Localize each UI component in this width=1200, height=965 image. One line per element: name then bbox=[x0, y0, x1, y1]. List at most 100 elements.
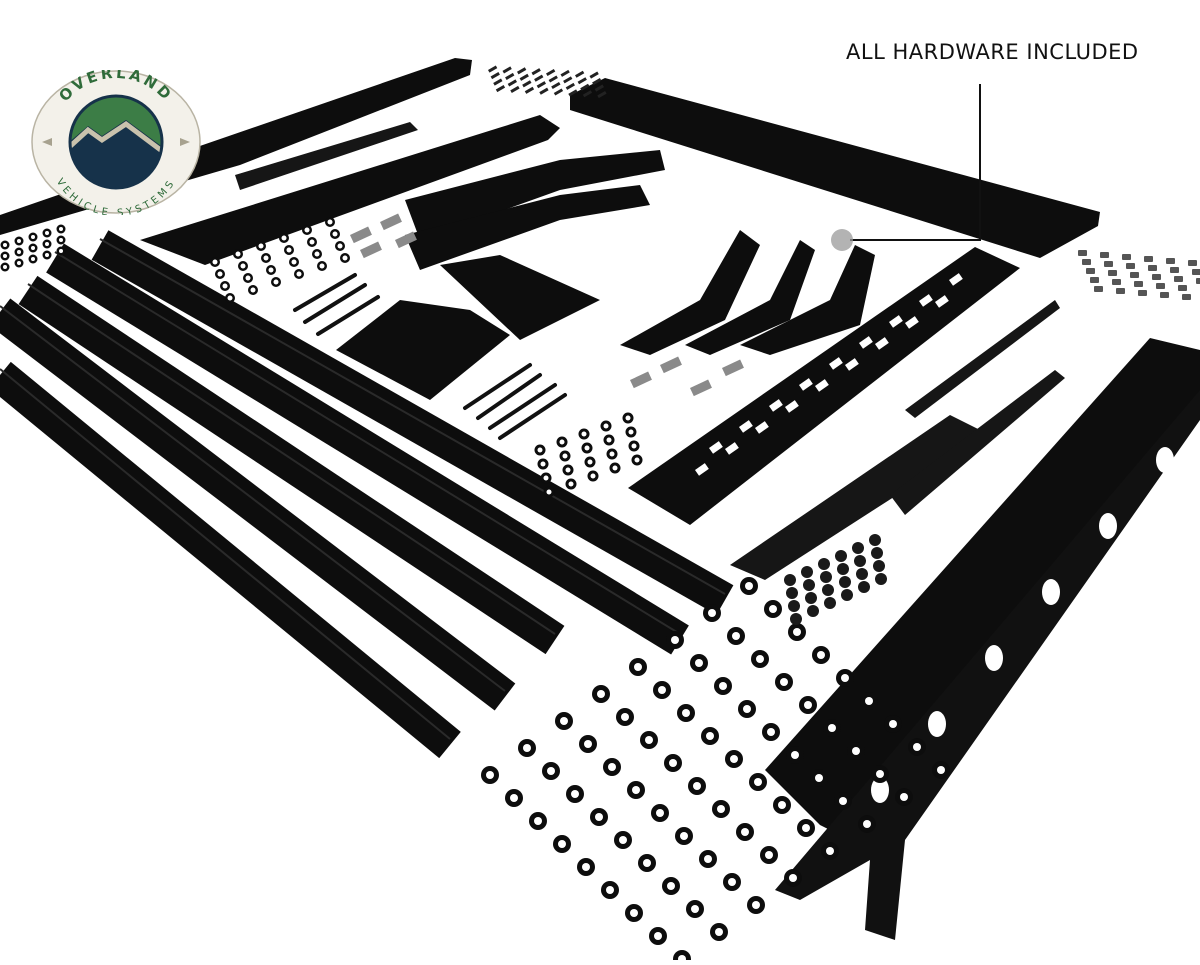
small-washer-hole bbox=[333, 232, 338, 237]
washer-hole bbox=[937, 766, 945, 774]
small-washer-hole bbox=[213, 260, 218, 265]
small-bolt bbox=[563, 76, 572, 83]
washer-hole bbox=[621, 713, 629, 721]
lock-nut bbox=[835, 550, 847, 562]
washer-hole bbox=[876, 770, 884, 778]
small-bolt bbox=[532, 68, 541, 75]
washer-hole bbox=[667, 882, 675, 890]
mid-washer-hole bbox=[604, 424, 609, 429]
hardware-nut bbox=[1178, 285, 1187, 291]
mid-washer-hole bbox=[560, 440, 565, 445]
hardware-nut bbox=[1130, 272, 1139, 278]
lock-nut bbox=[839, 576, 851, 588]
small-washer-hole bbox=[228, 296, 233, 301]
mid-washer-hole bbox=[541, 462, 546, 467]
left-washer-hole bbox=[17, 261, 21, 265]
left-washer-hole bbox=[31, 257, 35, 261]
small-washer-hole bbox=[236, 252, 241, 257]
rail-hole bbox=[928, 711, 946, 737]
lock-nut bbox=[869, 534, 881, 546]
left-washer-hole bbox=[31, 246, 35, 250]
overland-logo: OVERLAND VEHICLE SYSTEMS bbox=[30, 70, 202, 215]
small-bolt bbox=[566, 83, 575, 90]
t-bolt bbox=[350, 227, 372, 244]
washer-hole bbox=[863, 820, 871, 828]
washer-hole bbox=[523, 744, 531, 752]
washer-hole bbox=[645, 736, 653, 744]
washer-hole bbox=[654, 932, 662, 940]
lock-nut bbox=[801, 566, 813, 578]
small-bolt bbox=[525, 87, 534, 94]
mid-washer-hole bbox=[582, 432, 587, 437]
mid-washer-hole bbox=[538, 448, 543, 453]
mid-washer-hole bbox=[566, 468, 571, 473]
small-washer-hole bbox=[246, 276, 251, 281]
washer-hole bbox=[730, 755, 738, 763]
mid-washer-hole bbox=[547, 490, 552, 495]
small-washer-hole bbox=[305, 228, 310, 233]
small-washer-hole bbox=[287, 248, 292, 253]
left-washer-hole bbox=[17, 239, 21, 243]
small-bolt bbox=[561, 70, 570, 77]
washer-hole bbox=[752, 901, 760, 909]
small-bolt bbox=[539, 88, 548, 95]
small-washer-hole bbox=[259, 244, 264, 249]
hardware-nut bbox=[1112, 279, 1121, 285]
lock-nut bbox=[837, 563, 849, 575]
small-bolt bbox=[578, 77, 587, 84]
washer-hole bbox=[719, 682, 727, 690]
washer-hole bbox=[778, 801, 786, 809]
small-washer-hole bbox=[292, 260, 297, 265]
mid-washer-hole bbox=[607, 438, 612, 443]
lock-nut bbox=[803, 579, 815, 591]
washer-hole bbox=[743, 705, 751, 713]
all-hardware-included-callout: ALL HARDWARE INCLUDED bbox=[846, 40, 1146, 64]
mid-washer-hole bbox=[610, 452, 615, 457]
washer-hole bbox=[745, 582, 753, 590]
washer-hole bbox=[486, 771, 494, 779]
small-bolt bbox=[575, 71, 584, 78]
carriage-bolt bbox=[478, 375, 540, 418]
lock-nut bbox=[805, 592, 817, 604]
washer-hole bbox=[865, 697, 873, 705]
lock-nut bbox=[871, 547, 883, 559]
washer-hole bbox=[817, 651, 825, 659]
small-washer-hole bbox=[338, 244, 343, 249]
small-bolt bbox=[488, 66, 497, 73]
small-bolt bbox=[520, 74, 529, 81]
washer-hole bbox=[595, 813, 603, 821]
carriage-bolt bbox=[295, 275, 355, 310]
washer-hole bbox=[793, 628, 801, 636]
washer-hole bbox=[900, 793, 908, 801]
washer-hole bbox=[534, 817, 542, 825]
mid-washer-hole bbox=[563, 454, 568, 459]
small-washer-hole bbox=[310, 240, 315, 245]
washer-hole bbox=[780, 678, 788, 686]
small-bolt bbox=[510, 86, 519, 93]
washer-hole bbox=[704, 855, 712, 863]
washer-hole bbox=[715, 928, 723, 936]
hardware-nut bbox=[1196, 278, 1200, 284]
washer-hole bbox=[732, 632, 740, 640]
small-bolt bbox=[505, 73, 514, 80]
mid-washer-hole bbox=[635, 458, 640, 463]
washer-hole bbox=[754, 778, 762, 786]
lock-nut bbox=[820, 571, 832, 583]
lock-nut bbox=[875, 573, 887, 585]
washer-hole bbox=[841, 674, 849, 682]
washer-hole bbox=[839, 797, 847, 805]
lock-nut bbox=[786, 587, 798, 599]
lock-nut bbox=[856, 568, 868, 580]
small-bolt bbox=[590, 72, 599, 79]
t-bolt bbox=[360, 242, 382, 259]
washer-hole bbox=[584, 740, 592, 748]
washer-hole bbox=[682, 709, 690, 717]
left-washer-hole bbox=[45, 253, 49, 257]
lock-nut bbox=[790, 613, 802, 625]
washer-hole bbox=[769, 605, 777, 613]
small-washer-hole bbox=[282, 236, 287, 241]
small-bolt bbox=[537, 81, 546, 88]
left-washer-hole bbox=[3, 265, 7, 269]
small-bolt bbox=[503, 66, 512, 73]
